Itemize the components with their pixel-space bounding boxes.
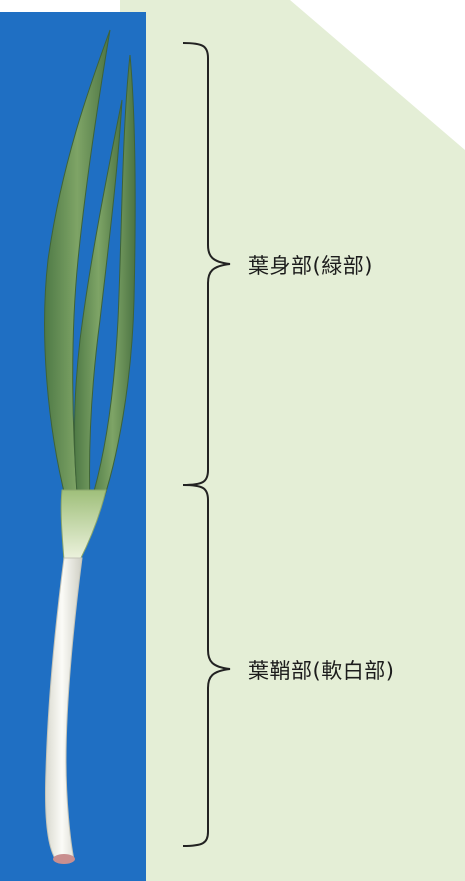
label-leaf-blade: 葉身部(緑部) <box>248 250 373 280</box>
label-leaf-sheath: 葉鞘部(軟白部) <box>248 655 394 685</box>
root-tip <box>53 854 75 864</box>
background-panel <box>120 0 465 881</box>
